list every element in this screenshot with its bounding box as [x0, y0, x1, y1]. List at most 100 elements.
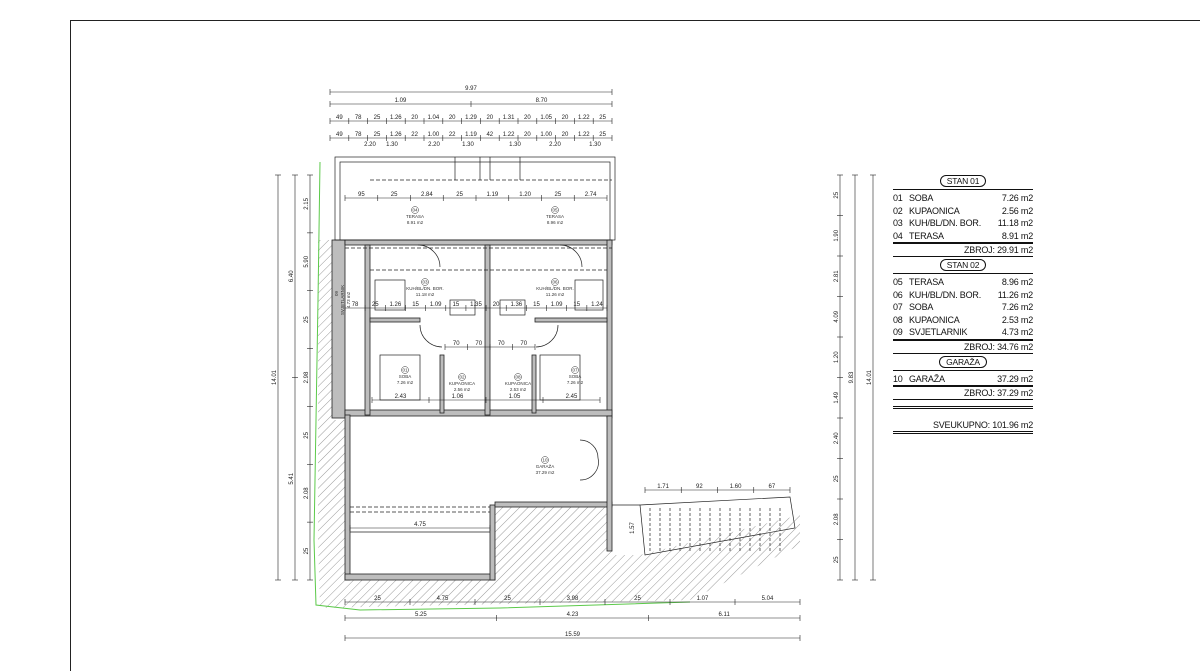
dimension-label: 25: [391, 192, 398, 198]
room-number-marker: [401, 366, 409, 374]
dimension-label: 15: [533, 302, 540, 308]
dimension-label: 20: [449, 115, 456, 121]
legend-section-total: ZBROJ: 29.91 m2: [893, 242, 1033, 257]
dimension-label: 2.08: [834, 513, 840, 525]
legend-divider: [893, 369, 1033, 371]
dimension-label: 25: [304, 316, 310, 323]
dimension-label: 1.26: [390, 115, 402, 121]
dimension-label: 42: [486, 132, 493, 138]
room-number-marker: [541, 456, 549, 464]
room-name: TERASA: [909, 277, 944, 287]
dimension-lines: [275, 89, 876, 641]
legend-section-title: STAN 01: [939, 175, 987, 187]
dimension-label: 25: [834, 556, 840, 563]
dimension-label: 20: [486, 115, 493, 121]
dimension-label: 1.05: [509, 394, 521, 400]
dimension-label: 25: [374, 132, 381, 138]
dimension-label: 1.49: [834, 391, 840, 403]
dimension-label: 2.45: [566, 394, 578, 400]
dimension-label: 1.57: [630, 522, 636, 534]
room-number: 03: [422, 280, 428, 285]
room-name: SOBA: [569, 374, 582, 379]
dimension-label: 1.06: [452, 394, 464, 400]
dimension-label: 4.75: [414, 522, 426, 528]
dimension-label: 9.83: [849, 371, 855, 383]
room-number: 02: [893, 205, 903, 216]
dimension-label: 4.09: [834, 310, 840, 322]
room-area: 8.91 m2: [1001, 230, 1033, 241]
room-area: 37.29 m2: [536, 470, 555, 475]
dimension-label: 70: [498, 341, 505, 347]
dimension-label: 78: [355, 115, 362, 121]
room-number-marker: [458, 373, 466, 381]
dimension-label: 25: [599, 115, 606, 121]
dimension-label: 20: [524, 115, 531, 121]
legend-divider: [893, 273, 1033, 274]
room-number: 06: [893, 289, 903, 300]
room-area: 4.73 m2: [1001, 327, 1033, 337]
drawing-sheet: [70, 20, 1200, 671]
dimension-label: 1.36: [510, 302, 522, 308]
room-area: 2.53 m2: [1001, 314, 1033, 325]
dimension-label: 2.74: [585, 192, 597, 198]
dimension-label: 1.26: [390, 302, 402, 308]
room-number: 07: [893, 302, 903, 312]
room-number: 02: [459, 375, 465, 380]
room-name: KUPAONICA: [909, 205, 960, 216]
dimension-label: 5.04: [762, 596, 774, 602]
dimension-label: 1.00: [540, 132, 552, 138]
dimension-label: 1.30: [386, 142, 398, 148]
legend-section-title: GARAŽA: [939, 355, 987, 368]
dimension-label: 20: [493, 302, 500, 308]
room-name: KUPAONICA: [505, 381, 531, 386]
dimension-label: 70: [453, 341, 460, 347]
dimension-label: 1.30: [462, 142, 474, 148]
dimension-label: 1.30: [509, 142, 521, 148]
dimension-label: 1.20: [519, 192, 531, 198]
legend-section-title: STAN 02: [939, 259, 987, 271]
room-number: 10: [893, 373, 903, 384]
room-number: 08: [893, 314, 903, 325]
room-area: 11.26 m2: [546, 292, 565, 297]
dimension-label: 1.20: [834, 351, 840, 363]
dimension-label: 4.75: [437, 596, 449, 602]
dimension-label: 5.41: [289, 472, 295, 484]
room-area: 7.26 m2: [1001, 302, 1033, 312]
dimension-label: 4.23: [567, 612, 579, 618]
room-area: 11.18 m2: [416, 292, 435, 297]
dimension-label: 25: [555, 192, 562, 198]
dimension-label: 8.70: [536, 98, 548, 104]
room-area: 11.26 m2: [997, 289, 1033, 300]
room-number: 08: [515, 375, 521, 380]
room-area: 8.96 m2: [1001, 277, 1033, 287]
dimension-label: 25: [372, 302, 379, 308]
dimension-label: 25: [834, 475, 840, 482]
dimension-label: 14.01: [867, 369, 873, 385]
dimension-label: 25: [374, 115, 381, 121]
room-name: GARAŽA: [909, 373, 945, 384]
room-name: SOBA: [909, 193, 934, 203]
dimension-label: 15: [573, 302, 580, 308]
room-number-marker: [551, 206, 559, 214]
dimension-label: 22: [411, 132, 418, 138]
room-number: 03: [893, 218, 903, 228]
dimension-label: 20: [562, 132, 569, 138]
dimension-label: 92: [696, 484, 703, 490]
dimension-label: 20: [562, 115, 569, 121]
room-name: KUH/BL/DN. BOR.: [909, 218, 982, 228]
dimension-label: 2.84: [421, 192, 433, 198]
dimension-label: 2.15: [304, 197, 310, 209]
room-name: TERASA: [909, 230, 944, 241]
terrain-hatch: [318, 240, 800, 608]
dimension-label: 5.25: [415, 612, 427, 618]
room-area: 8.91 m2: [407, 220, 424, 225]
dimension-label: 1.26: [390, 132, 402, 138]
room-number: 01: [402, 368, 408, 373]
